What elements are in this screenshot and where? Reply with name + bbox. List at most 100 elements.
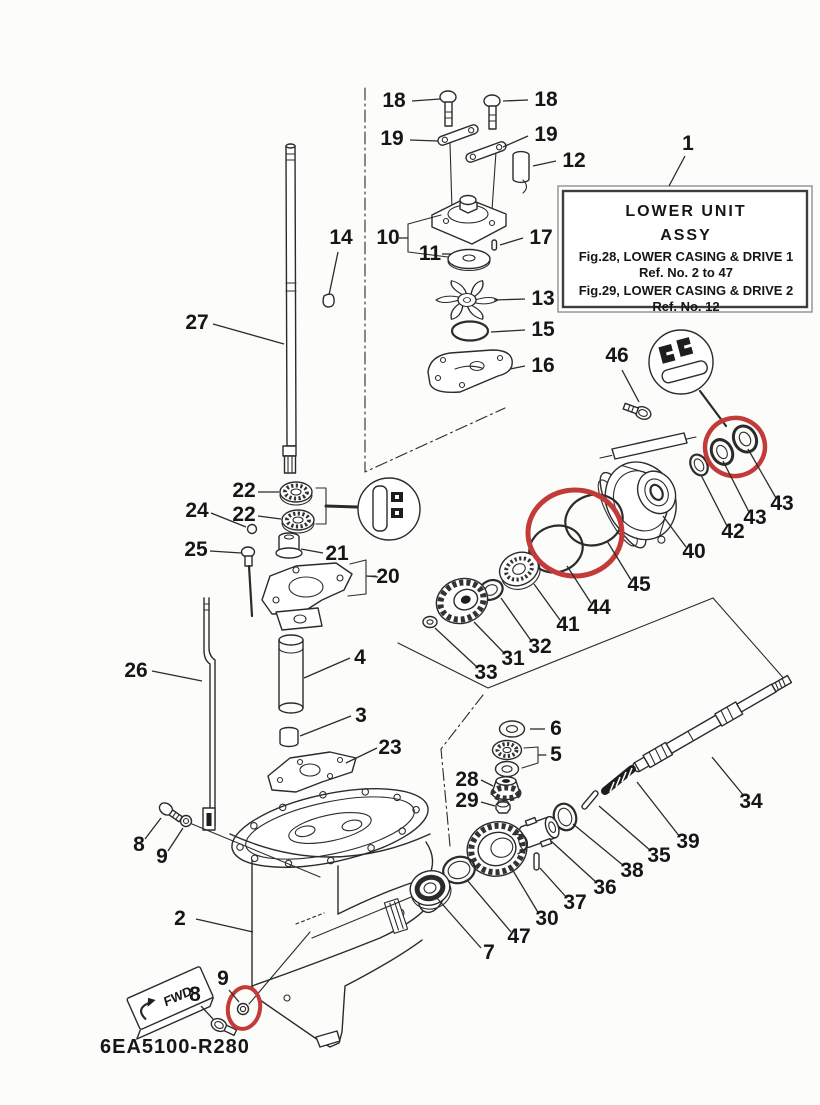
pump-gasket-disc: [447, 248, 491, 272]
part-number-12: 12: [562, 149, 585, 172]
leader-line-47: [466, 879, 512, 933]
part-number-17: 17: [529, 226, 552, 249]
oil-seal-43a: [709, 438, 735, 466]
leader-line-3: [299, 715, 352, 737]
bearing-detail-inset: [357, 477, 421, 541]
leader-line-37: [539, 867, 568, 899]
leader-line-15: [490, 329, 526, 333]
bolt-8-lower: [210, 1017, 238, 1037]
part-number-14: 14: [329, 226, 353, 249]
leader-line-36: [550, 840, 598, 884]
leader-line-4: [303, 657, 351, 679]
title-line-6: Ref. No. 12: [652, 299, 719, 314]
leader-line-43: [722, 460, 750, 513]
bolt-8-upper: [158, 802, 184, 823]
o-ring-45: [564, 493, 624, 547]
washer-33: [422, 615, 438, 629]
leader-line-27: [212, 323, 285, 345]
leader-line-20: [365, 575, 379, 578]
part-number-38: 38: [620, 859, 644, 882]
bearing-5: [491, 739, 523, 761]
title-line-3: Fig.28, LOWER CASING & DRIVE 1: [579, 249, 794, 264]
pump-housing-base: [431, 194, 507, 245]
part-number-7: 7: [483, 941, 495, 964]
small-o-ring-24: [246, 523, 258, 535]
leader-line-39: [636, 781, 681, 838]
leader-line-40: [662, 515, 687, 548]
leader-line-2: [195, 918, 254, 933]
bushing-21: [275, 532, 303, 559]
part-number-34: 34: [739, 790, 763, 813]
drawing-code: 6EA5100-R280: [100, 1036, 250, 1058]
bolt-46: [622, 402, 652, 420]
leader-line-44: [566, 565, 592, 604]
leader-line-14: [328, 251, 339, 296]
leader-line-34: [711, 756, 745, 797]
leader-line-7: [435, 896, 482, 949]
part-number-2: 2: [174, 907, 186, 930]
oil-seal-43b: [731, 424, 759, 454]
leader-line-32: [500, 597, 533, 643]
bushing-3: [279, 726, 299, 748]
highlight-circle-3: [225, 985, 263, 1031]
part-number-22: 22: [232, 479, 255, 502]
dog-pin-37: [533, 852, 540, 871]
part-number-15: 15: [531, 318, 555, 341]
leader-line-35: [598, 805, 652, 852]
washer-9-upper: [179, 814, 193, 828]
drive-shaft: [282, 143, 297, 474]
part-number-3: 3: [355, 704, 367, 727]
water-pump-bolts: [439, 90, 501, 211]
leader-line-45: [606, 540, 632, 581]
part-number-6: 6: [550, 717, 562, 740]
leader-line-19: [502, 135, 529, 148]
shift-rod: [202, 597, 216, 831]
part-number-19: 19: [380, 127, 403, 150]
leader-line-9: [167, 827, 184, 852]
part-number-29: 29: [455, 789, 478, 812]
part-number-25: 25: [184, 538, 208, 561]
part-number-44: 44: [587, 596, 611, 619]
part-number-45: 45: [627, 573, 651, 596]
part-number-39: 39: [676, 830, 699, 853]
part-number-42: 42: [721, 520, 744, 543]
part-number-35: 35: [647, 844, 671, 867]
leader-line-22: [257, 515, 282, 520]
leader-line-21: [300, 548, 324, 554]
part-number-16: 16: [531, 354, 554, 377]
leader-line-18: [502, 99, 529, 102]
part-number-28: 28: [455, 768, 479, 791]
part-number-43: 43: [743, 506, 766, 529]
dowel-collar: [512, 150, 530, 194]
title-line-1: LOWER UNIT: [625, 203, 746, 220]
leader-line-13: [493, 298, 526, 301]
impeller: [435, 280, 499, 320]
title-line-5: Fig.29, LOWER CASING & DRIVE 2: [579, 283, 794, 298]
part-number-9: 9: [156, 845, 168, 868]
bolt-25: [240, 546, 256, 618]
leader-line-38: [572, 823, 625, 867]
part-number-24: 24: [185, 499, 209, 522]
leader-line-46: [621, 369, 640, 403]
leader-line-23: [345, 747, 378, 764]
pump-link-plates: [437, 124, 507, 163]
pump-plate-gasket: [427, 349, 513, 394]
leader-line-33: [434, 627, 479, 669]
leader-line-17: [499, 237, 524, 246]
part-number-8: 8: [189, 983, 201, 1006]
title-line-2: ASSY: [660, 227, 712, 244]
part-number-41: 41: [556, 613, 580, 636]
shift-pin-35: [581, 790, 599, 810]
propeller-shaft-34: [632, 674, 793, 773]
part-number-19: 19: [534, 123, 557, 146]
leader-line-26: [151, 670, 203, 682]
highlight-circle-2: [702, 415, 768, 479]
part-number-18: 18: [534, 88, 558, 111]
part-number-5: 5: [550, 743, 562, 766]
clutch-dog-36: [518, 815, 560, 849]
leader-line-24: [210, 512, 247, 528]
part-number-10: 10: [376, 226, 399, 249]
